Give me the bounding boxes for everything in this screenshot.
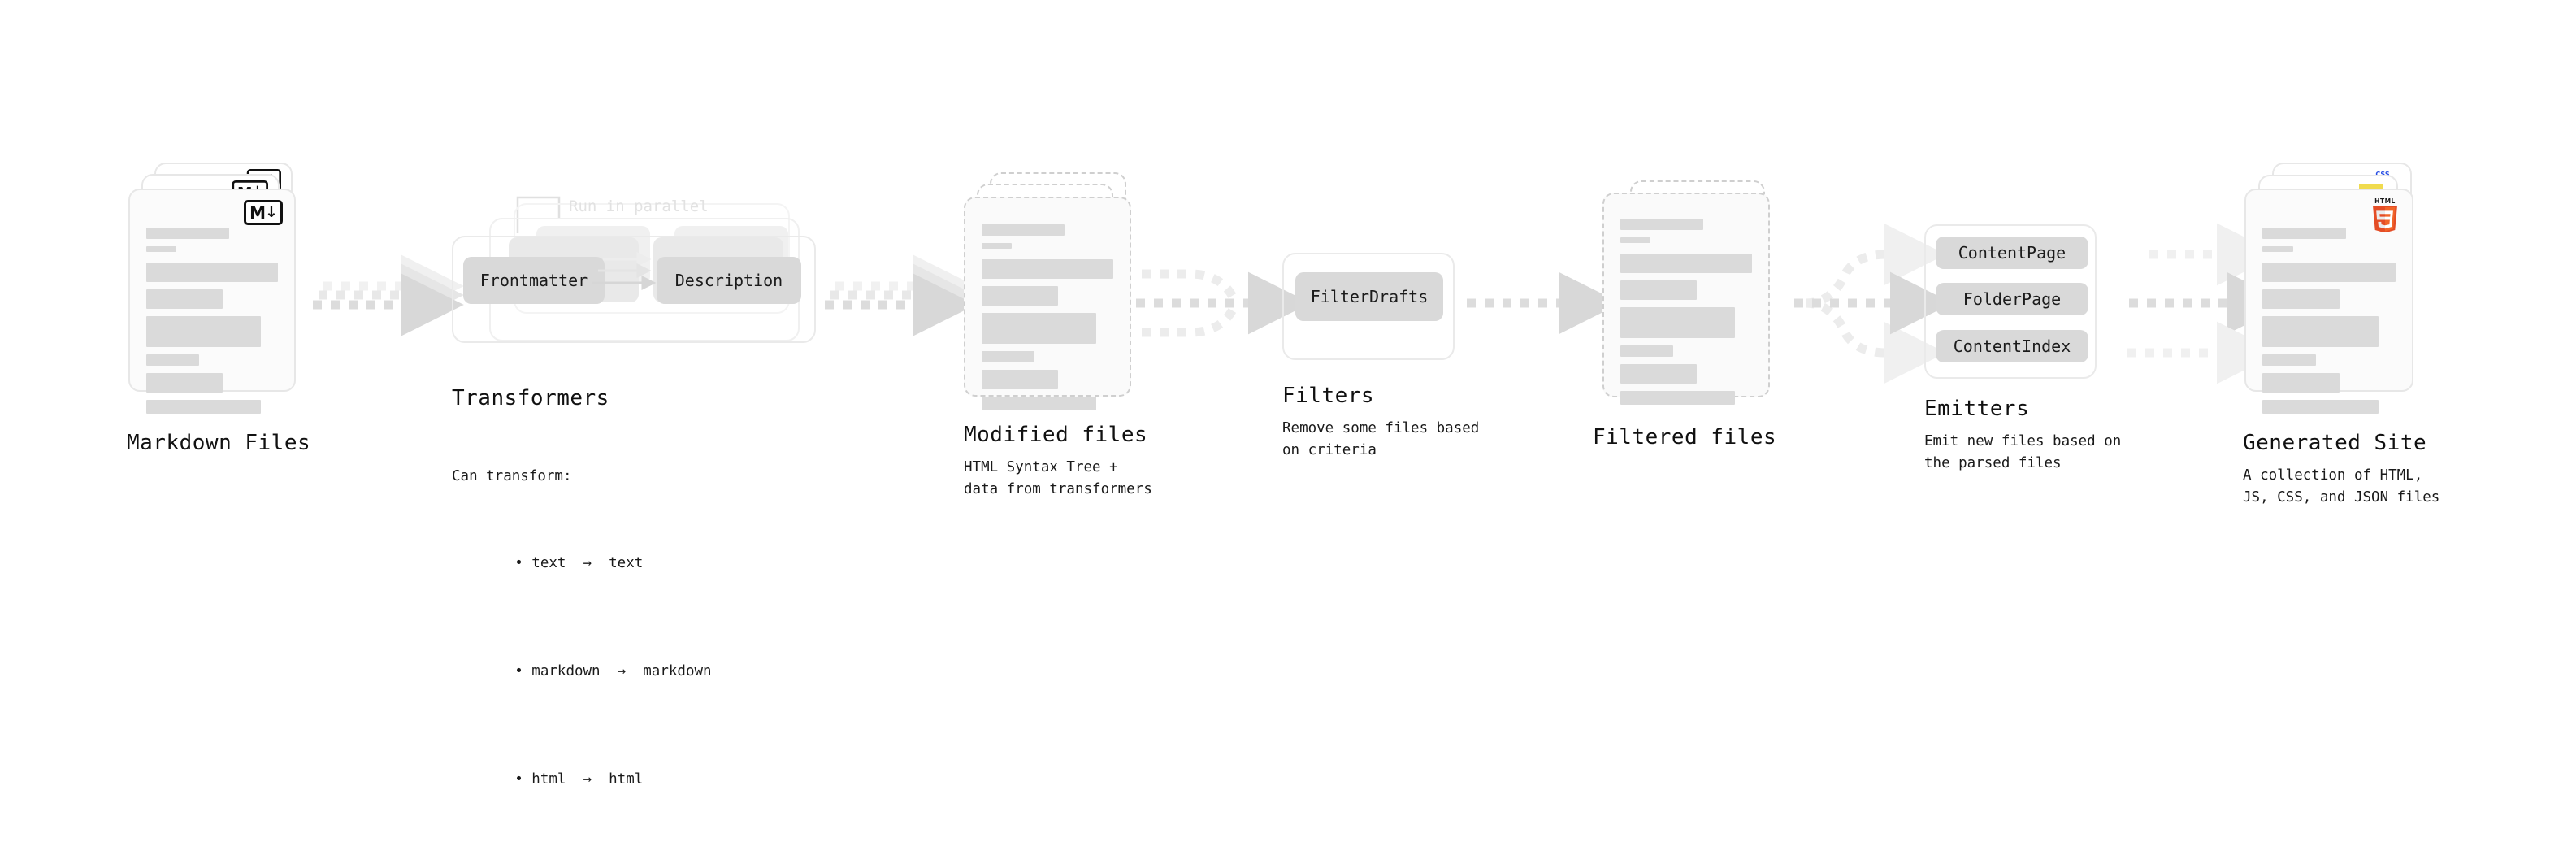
- skeleton-bar: [1620, 307, 1735, 338]
- skeleton-bar: [146, 373, 223, 393]
- diagram-canvas: M↓ M↓ M↓ Markdown Files: [127, 163, 2440, 788]
- skeleton-bar: [2262, 263, 2396, 282]
- modified-file-card-front[interactable]: [964, 197, 1131, 410]
- transformers-caption: Can transform: • text → text • markdown …: [452, 423, 712, 855]
- skeleton-bar: [1620, 219, 1704, 230]
- bullet-dot: •: [514, 662, 532, 679]
- html5-icon-glyph: HTML: [2373, 197, 2397, 233]
- bullet-dot: •: [514, 554, 532, 571]
- transformers-bullet-1: • markdown → markdown: [452, 639, 712, 704]
- generated-site-caption: A collection of HTML, JS, CSS, and JSON …: [2243, 467, 2440, 506]
- run-in-parallel-label: Run in parallel: [569, 197, 709, 215]
- transformer-group-front[interactable]: Frontmatter Description: [452, 236, 816, 343]
- card-skeleton-body: [982, 224, 1113, 418]
- filters-group[interactable]: FilterDrafts: [1282, 253, 1455, 360]
- skeleton-bar: [982, 224, 1065, 236]
- emitters-caption: Emit new files based on the parsed files: [1924, 433, 2122, 471]
- skeleton-bar: [2262, 400, 2379, 414]
- filter-chip-filterdrafts[interactable]: FilterDrafts: [1295, 272, 1443, 321]
- skeleton-bar: [982, 351, 1034, 362]
- skeleton-bar: [1620, 364, 1697, 384]
- transformers-bullet-text: markdown → markdown: [531, 662, 712, 679]
- generated-file-card-html[interactable]: HTML: [2244, 189, 2413, 414]
- skeleton-bar: [982, 259, 1113, 279]
- transformers-bullet-0: • text → text: [452, 531, 712, 596]
- stage-title-filters: Filters: [1282, 384, 1375, 408]
- skeleton-bar: [2262, 316, 2379, 347]
- skeleton-bar: [982, 370, 1058, 389]
- emitter-chip-label: ContentPage: [1958, 243, 2066, 263]
- emitter-chip-label: ContentIndex: [1953, 336, 2071, 356]
- stage-title-modified-files: Modified files: [964, 423, 1148, 447]
- transformers-bullet-text: html → html: [531, 770, 644, 788]
- emitter-chip-label: FolderPage: [1962, 289, 2062, 309]
- skeleton-bar: [982, 286, 1058, 306]
- transformers-caption-lead: Can transform:: [452, 468, 572, 485]
- skeleton-bar: [2262, 289, 2340, 309]
- skeleton-bar: [146, 246, 177, 252]
- skeleton-bar: [1620, 237, 1651, 243]
- skeleton-bar: [1620, 345, 1673, 357]
- html5-icon: HTML: [2370, 197, 2400, 233]
- arrow-modified-to-filters: [1136, 269, 1311, 337]
- svg-text:CSS: CSS: [2375, 171, 2389, 178]
- skeleton-bar: [1620, 254, 1752, 273]
- stage-title-generated-site: Generated Site: [2243, 431, 2427, 455]
- skeleton-bar: [146, 228, 230, 239]
- emitter-chip-folderpage[interactable]: FolderPage: [1936, 283, 2088, 315]
- arrow-transformers-to-modified: [825, 254, 976, 336]
- transformer-chip-description[interactable]: Description: [657, 257, 801, 304]
- transformer-inner-arrows: [592, 252, 657, 290]
- stage-title-markdown-files: Markdown Files: [127, 431, 311, 455]
- arrow-markdown-to-transformers: [313, 254, 464, 336]
- skeleton-bar: [2262, 354, 2316, 366]
- skeleton-bar: [982, 313, 1096, 344]
- skeleton-bar: [1620, 391, 1735, 405]
- html5-icon-wordmark: HTML: [2374, 197, 2396, 205]
- markdown-icon-letter: M: [249, 202, 266, 223]
- card-skeleton-body: [146, 228, 278, 421]
- arrow-emitters-to-site: [2127, 223, 2289, 384]
- skeleton-bar: [2262, 246, 2293, 252]
- skeleton-bar: [2262, 373, 2340, 393]
- stage-title-filtered-files: Filtered files: [1593, 425, 1777, 449]
- markdown-icon: M↓: [244, 200, 283, 225]
- stage-title-transformers: Transformers: [452, 386, 609, 410]
- emitters-group[interactable]: ContentPage FolderPage ContentIndex: [1924, 224, 2097, 379]
- skeleton-bar: [982, 243, 1013, 249]
- arrow-filtered-to-emitters: [1794, 223, 1953, 384]
- skeleton-bar: [146, 400, 261, 414]
- skeleton-bar: [1620, 280, 1697, 300]
- stage-title-emitters: Emitters: [1924, 397, 2030, 421]
- emitter-chip-contentpage[interactable]: ContentPage: [1936, 237, 2088, 269]
- markdown-file-card-front[interactable]: M↓: [128, 189, 296, 414]
- bullet-dot: •: [514, 770, 532, 788]
- skeleton-bar: [146, 354, 199, 366]
- skeleton-bar: [146, 316, 261, 347]
- card-skeleton-body: [1620, 219, 1752, 412]
- filtered-file-card-front[interactable]: [1602, 193, 1770, 405]
- transformers-bullet-2: • html → html: [452, 747, 712, 812]
- skeleton-bar: [2262, 228, 2347, 239]
- filter-chip-label: FilterDrafts: [1310, 287, 1429, 306]
- markdown-icon-arrow: ↓: [264, 203, 278, 221]
- transformer-chip-label: Frontmatter: [479, 271, 588, 290]
- modified-files-caption: HTML Syntax Tree + data from transformer…: [964, 459, 1152, 497]
- transformers-bullet-text: text → text: [531, 554, 644, 571]
- transformer-chip-frontmatter[interactable]: Frontmatter: [463, 257, 605, 304]
- skeleton-bar: [146, 289, 223, 309]
- card-skeleton-body: [2262, 228, 2396, 421]
- skeleton-bar: [982, 397, 1096, 410]
- emitter-chip-contentindex[interactable]: ContentIndex: [1936, 330, 2088, 362]
- skeleton-bar: [146, 263, 278, 282]
- filters-caption: Remove some files based on criteria: [1282, 420, 1480, 458]
- transformer-chip-label: Description: [674, 271, 783, 290]
